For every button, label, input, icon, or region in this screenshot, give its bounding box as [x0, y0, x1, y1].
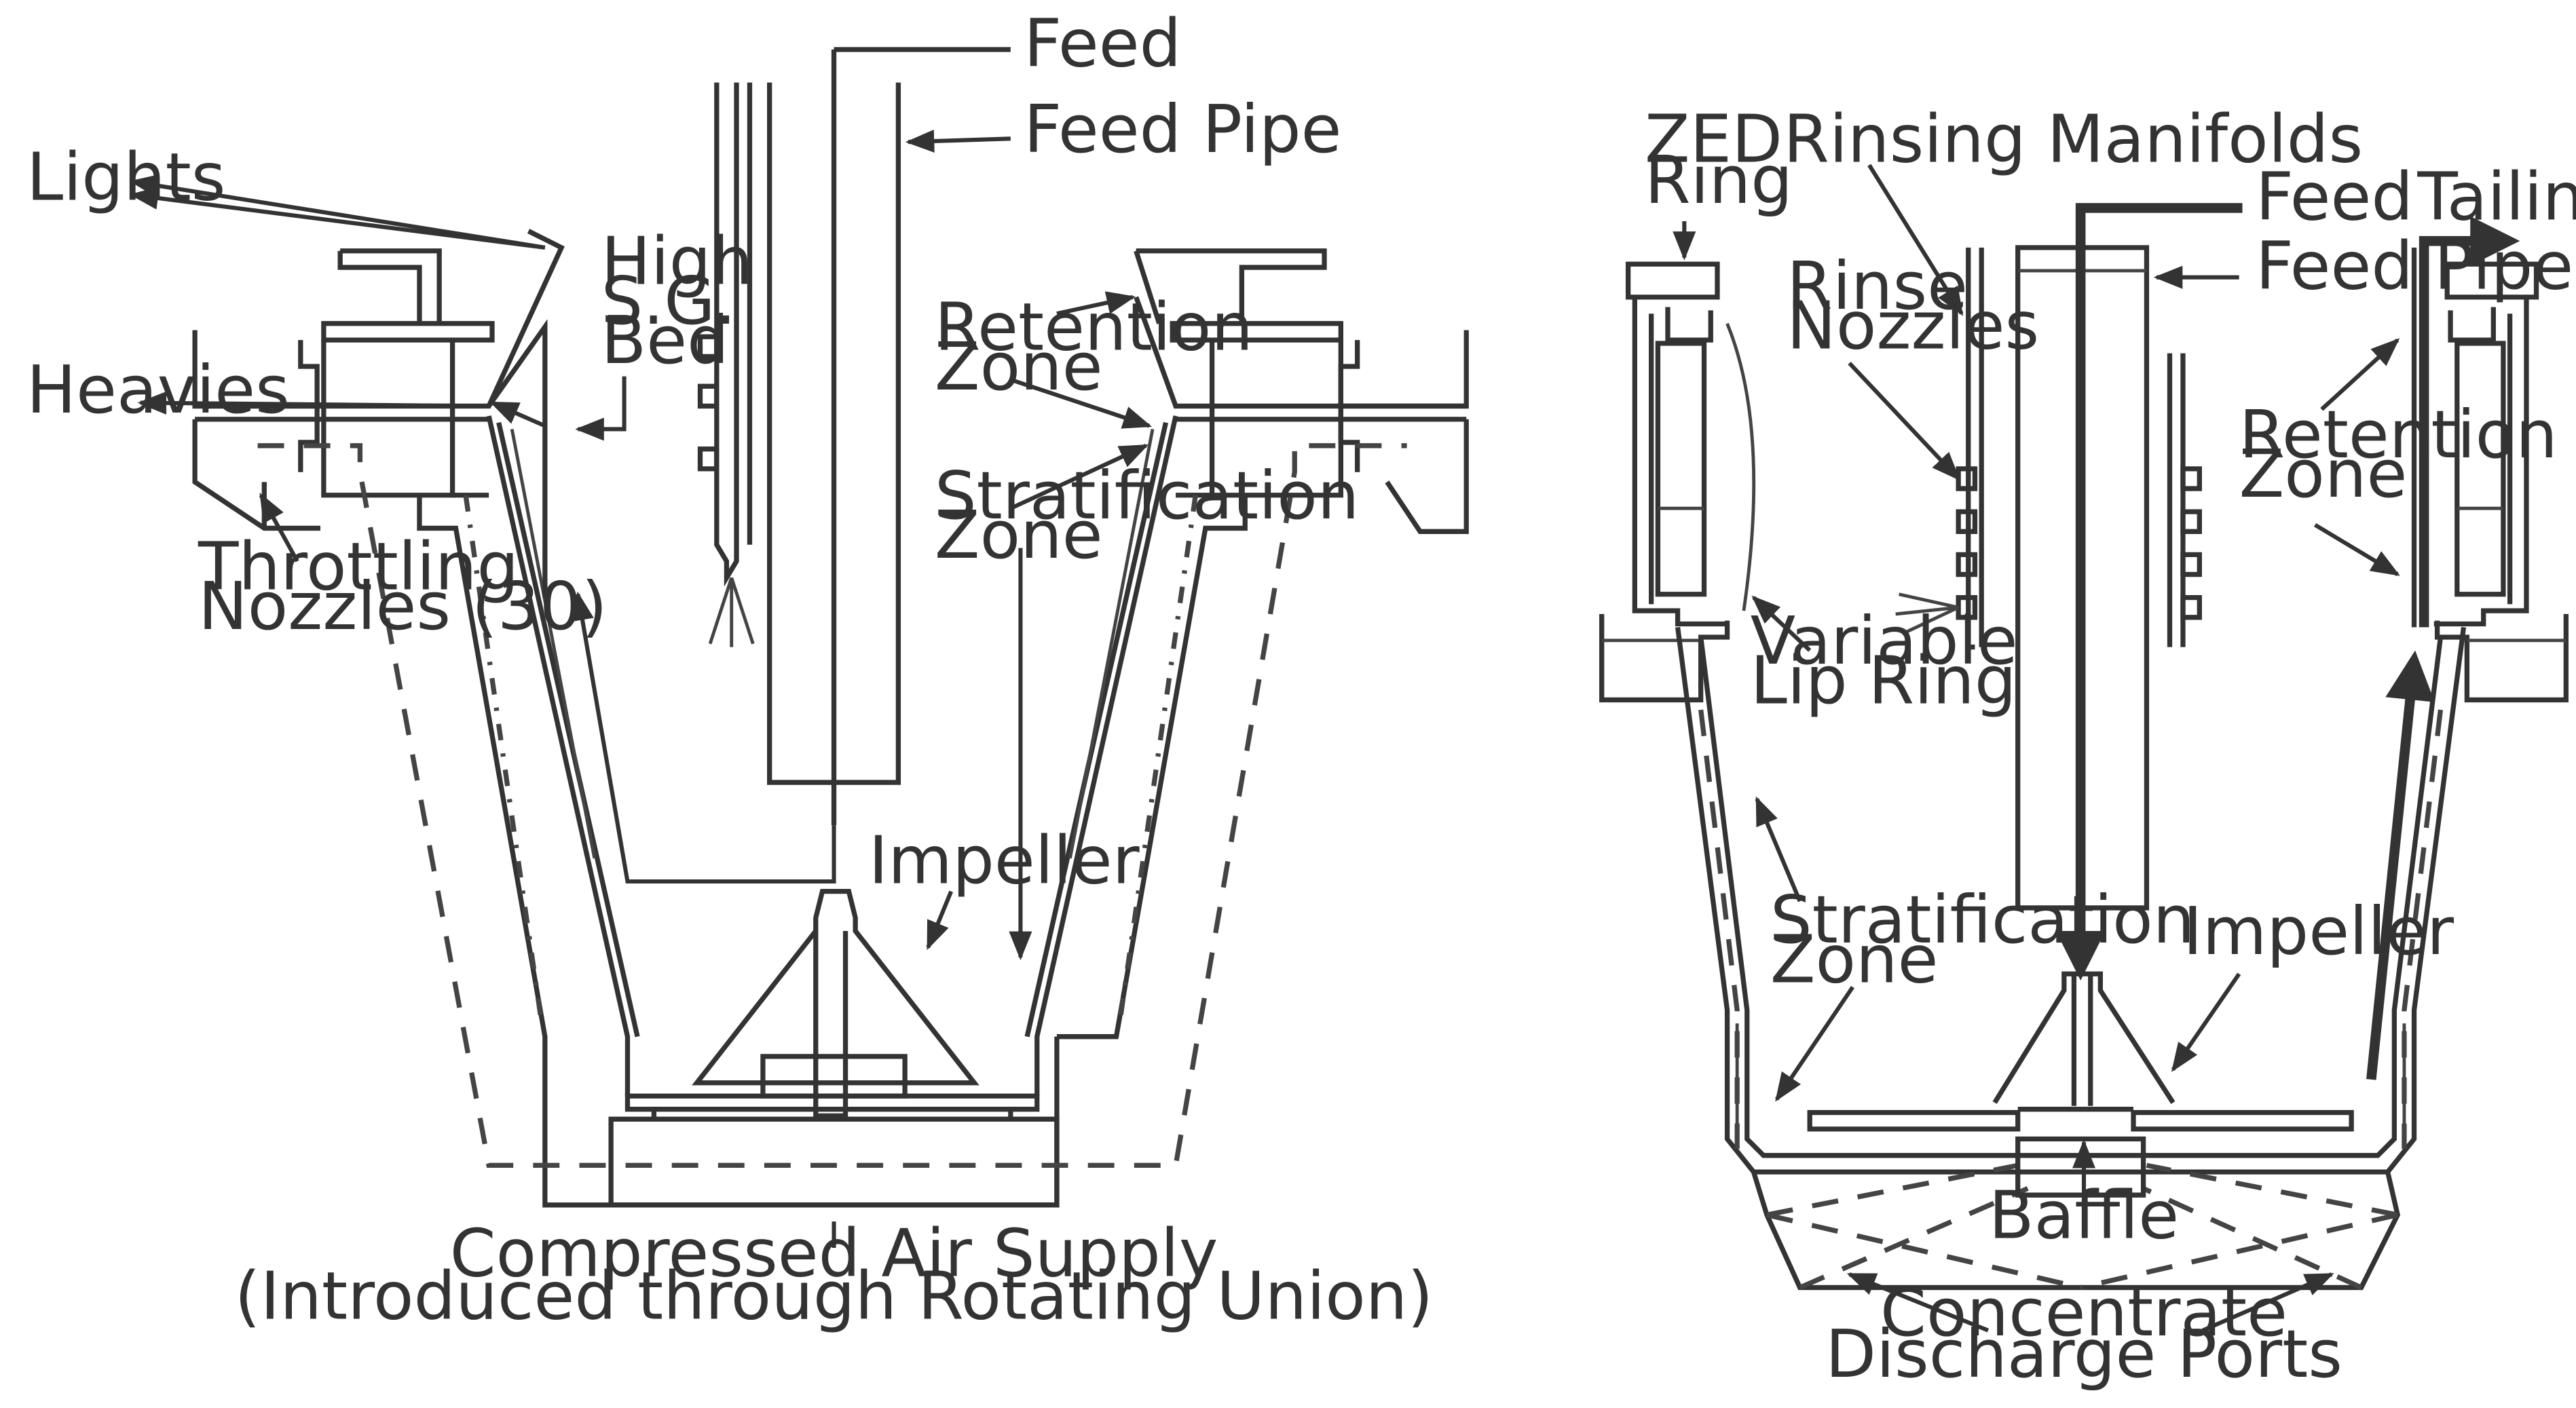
label-throttling-nozzles-2: Nozzles (30)	[198, 568, 608, 645]
label-retention-zone-2: Zone	[2239, 436, 2408, 512]
label-tailings: Tailings	[2416, 159, 2576, 235]
label-variable-lip-ring-2: Lip Ring	[1751, 642, 2017, 719]
label-high-sg-bed-3: Bed	[601, 302, 729, 379]
right-leader-arrows	[1673, 164, 2400, 1333]
left-feed-pipe	[697, 47, 1011, 826]
right-impeller	[1807, 971, 2354, 1198]
left-feed-flow	[489, 400, 836, 884]
label-baffle: Baffle	[1989, 1177, 2179, 1253]
right-labels: ZED Ring Rinsing Manifolds Feed Tailings…	[1645, 100, 2576, 1392]
right-feed-pipe	[1895, 245, 2202, 911]
left-concentrator-diagram: Feed Feed Pipe Lights High S.G. Bed Heav…	[26, 5, 1469, 1335]
label-concentrate-ports-2: Discharge Ports	[1825, 1316, 2342, 1392]
label-retention-zone-1: Retention	[935, 289, 1253, 366]
label-impeller: Impeller	[869, 822, 1140, 898]
label-feed: Feed	[2256, 159, 2413, 235]
left-leader-arrows	[129, 129, 1153, 1249]
left-labels: Feed Feed Pipe Lights High S.G. Bed Heav…	[26, 5, 1433, 1334]
label-compressed-air-2: (Introduced through Rotating Union)	[235, 1258, 1434, 1335]
label-rinsing-manifolds: Rinsing Manifolds	[1783, 100, 2363, 177]
left-inner-cone	[463, 415, 1198, 1208]
label-zed-ring-2: Ring	[1645, 142, 1793, 218]
label-retention-zone-2: Zone	[935, 328, 1103, 405]
label-throttling-nozzles-1: Throttling	[198, 528, 519, 605]
label-feed: Feed	[1024, 5, 1181, 81]
label-lights: Lights	[26, 138, 226, 215]
label-retention-zone-1: Retention	[2239, 396, 2558, 473]
label-high-sg-bed-1: High	[601, 223, 753, 299]
label-feed-pipe: Feed Pipe	[1024, 91, 1341, 168]
label-stratification-zone-1: Stratification	[1770, 881, 2195, 958]
label-rinse-nozzles-2: Nozzles	[1787, 287, 2039, 364]
label-rinse-nozzles-1: Rinse	[1787, 248, 1968, 324]
label-heavies: Heavies	[26, 351, 290, 428]
label-stratification-zone-2: Zone	[1770, 921, 1939, 997]
label-concentrate-ports-1: Concentrate	[1880, 1274, 2288, 1351]
left-outer-bowl	[192, 248, 1469, 1208]
label-variable-lip-ring-1: Variable	[1751, 603, 2018, 679]
right-bowl-left-wall	[1599, 261, 2467, 1175]
right-bowl-right-wall	[2411, 247, 2569, 703]
label-stratification-zone-1: Stratification	[935, 457, 1360, 534]
right-discharge-ports	[1751, 1162, 2401, 1291]
label-zed-ring-1: ZED	[1645, 100, 1782, 177]
left-impeller	[692, 888, 979, 1119]
label-compressed-air-1: Compressed Air Supply	[450, 1215, 1218, 1291]
label-impeller: Impeller	[2183, 893, 2454, 970]
right-flow-arrows	[2055, 203, 2520, 1080]
right-concentrator-diagram: ZED Ring Rinsing Manifolds Feed Tailings…	[1599, 100, 2576, 1392]
label-high-sg-bed-2: S.G.	[601, 263, 736, 339]
label-feed-pipe: Feed Pipe	[2256, 228, 2573, 305]
label-stratification-zone-2: Zone	[935, 497, 1103, 573]
left-fluidization-path	[257, 443, 1407, 1168]
